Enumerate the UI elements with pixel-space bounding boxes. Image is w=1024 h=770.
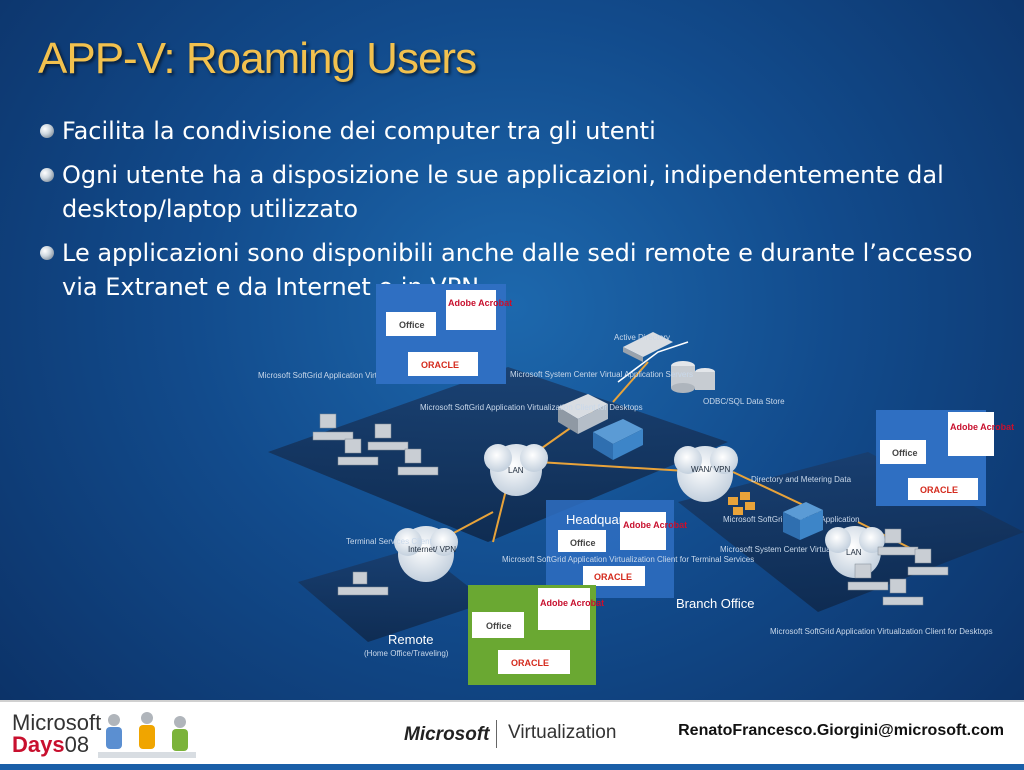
remote-apps-panel: Office Adobe Acrobat ORACLE: [468, 585, 604, 685]
label-sccm-hq: Microsoft System Center Virtual Applicat…: [510, 370, 693, 379]
bullet-text: Facilita la condivisione dei computer tr…: [62, 117, 656, 145]
label-odbc: ODBC/SQL Data Store: [703, 397, 785, 406]
svg-text:ORACLE: ORACLE: [594, 572, 632, 582]
metering-boxes: [728, 492, 755, 515]
bullet-item: Facilita la condivisione dei computer tr…: [40, 114, 980, 148]
svg-text:ORACLE: ORACLE: [920, 485, 958, 495]
svg-text:Adobe Acrobat: Adobe Acrobat: [448, 298, 512, 308]
svg-text:Adobe Acrobat: Adobe Acrobat: [950, 422, 1014, 432]
hq-apps-panel: Headquarters Office Adobe Acrobat ORACLE: [546, 500, 687, 598]
branch-apps-panel: Office Adobe Acrobat ORACLE: [876, 410, 1014, 506]
desktop-cluster-hq: [312, 413, 439, 476]
label-remote: Remote: [388, 632, 434, 647]
svg-text:Adobe Acrobat: Adobe Acrobat: [540, 598, 604, 608]
lan-cloud-hq: LAN: [484, 444, 548, 496]
server-icon: [558, 394, 643, 460]
svg-text:Adobe Acrobat: Adobe Acrobat: [623, 520, 687, 530]
database-icon: [671, 361, 715, 393]
logo-days-word: Days: [12, 732, 65, 757]
footer-accent-bar: [0, 764, 1024, 770]
label-terminal-services: Terminal Services Client: [346, 537, 433, 546]
presenter-email[interactable]: RenatoFrancesco.Giorgini@microsoft.com: [678, 722, 1004, 739]
label-remote-sub: (Home Office/Traveling): [364, 649, 449, 658]
bullet-item: Ogni utente ha a disposizione le sue app…: [40, 158, 980, 226]
active-directory-icon: [623, 332, 673, 362]
svg-text:LAN: LAN: [508, 466, 524, 475]
svg-text:Office: Office: [399, 320, 425, 330]
svg-text:Office: Office: [892, 448, 918, 458]
top-apps-panel: Office Adobe Acrobat ORACLE: [376, 284, 512, 384]
logo-year: 08: [64, 732, 90, 757]
svg-text:WAN/ VPN: WAN/ VPN: [691, 465, 730, 474]
label-active-directory: Active Directory: [614, 333, 670, 342]
people-logo-icon: [98, 712, 196, 758]
bullet-icon: [40, 246, 54, 260]
wan-cloud: WAN/ VPN: [674, 446, 738, 502]
svg-text:ORACLE: ORACLE: [421, 360, 459, 370]
microsoft-brand: Microsoft: [404, 724, 490, 745]
virtualization-label: Virtualization: [508, 722, 617, 743]
label-sccm-branch: Microsoft System Center Virtual Applicat…: [720, 545, 899, 554]
label-directory-metering: Directory and Metering Data: [751, 475, 852, 484]
bullet-text: Ogni utente ha a disposizione le sue app…: [62, 161, 944, 223]
event-logo-days: Days08: [12, 734, 89, 756]
internet-cloud: Internet/ VPN: [394, 526, 458, 582]
label-softgrid-branch: Microsoft SoftGrid Application Virtualiz…: [770, 627, 993, 636]
desktop-cluster-branch: [847, 528, 949, 606]
bullet-text: Le applicazioni sono disponibili anche d…: [62, 239, 973, 301]
svg-text:LAN: LAN: [846, 548, 862, 557]
bullet-icon: [40, 168, 54, 182]
svg-text:Office: Office: [486, 621, 512, 631]
svg-text:Office: Office: [570, 538, 596, 548]
branch-server-icon: [783, 502, 823, 540]
event-logo-line1: Microsoft: [12, 710, 102, 735]
label-softgrid-left: Microsoft SoftGrid Application Virtualiz…: [258, 371, 481, 380]
label-branch-office: Branch Office: [676, 596, 755, 611]
slide-title: APP-V: Roaming Users: [38, 34, 477, 83]
bullet-item: Le applicazioni sono disponibili anche d…: [40, 236, 980, 304]
network-diagram: Active Directory ODBC/SQL Data Store Mic…: [258, 284, 1024, 685]
svg-text:ORACLE: ORACLE: [511, 658, 549, 668]
remote-desk: [337, 571, 389, 596]
footer: Microsoft Days08 Microsoft Virtualizatio…: [0, 700, 1024, 770]
label-softgrid-hq: Microsoft SoftGrid Application Virtualiz…: [420, 403, 643, 412]
svg-text:Internet/ VPN: Internet/ VPN: [408, 545, 456, 554]
bullet-icon: [40, 124, 54, 138]
bullet-list: Facilita la condivisione dei computer tr…: [40, 114, 980, 314]
label-terminal-client: Microsoft SoftGrid Application Virtualiz…: [502, 555, 754, 564]
slide: APP-V: Roaming Users Facilita la condivi…: [38, 34, 1024, 685]
footer-divider: [496, 720, 497, 748]
remote-platform: [298, 547, 488, 642]
